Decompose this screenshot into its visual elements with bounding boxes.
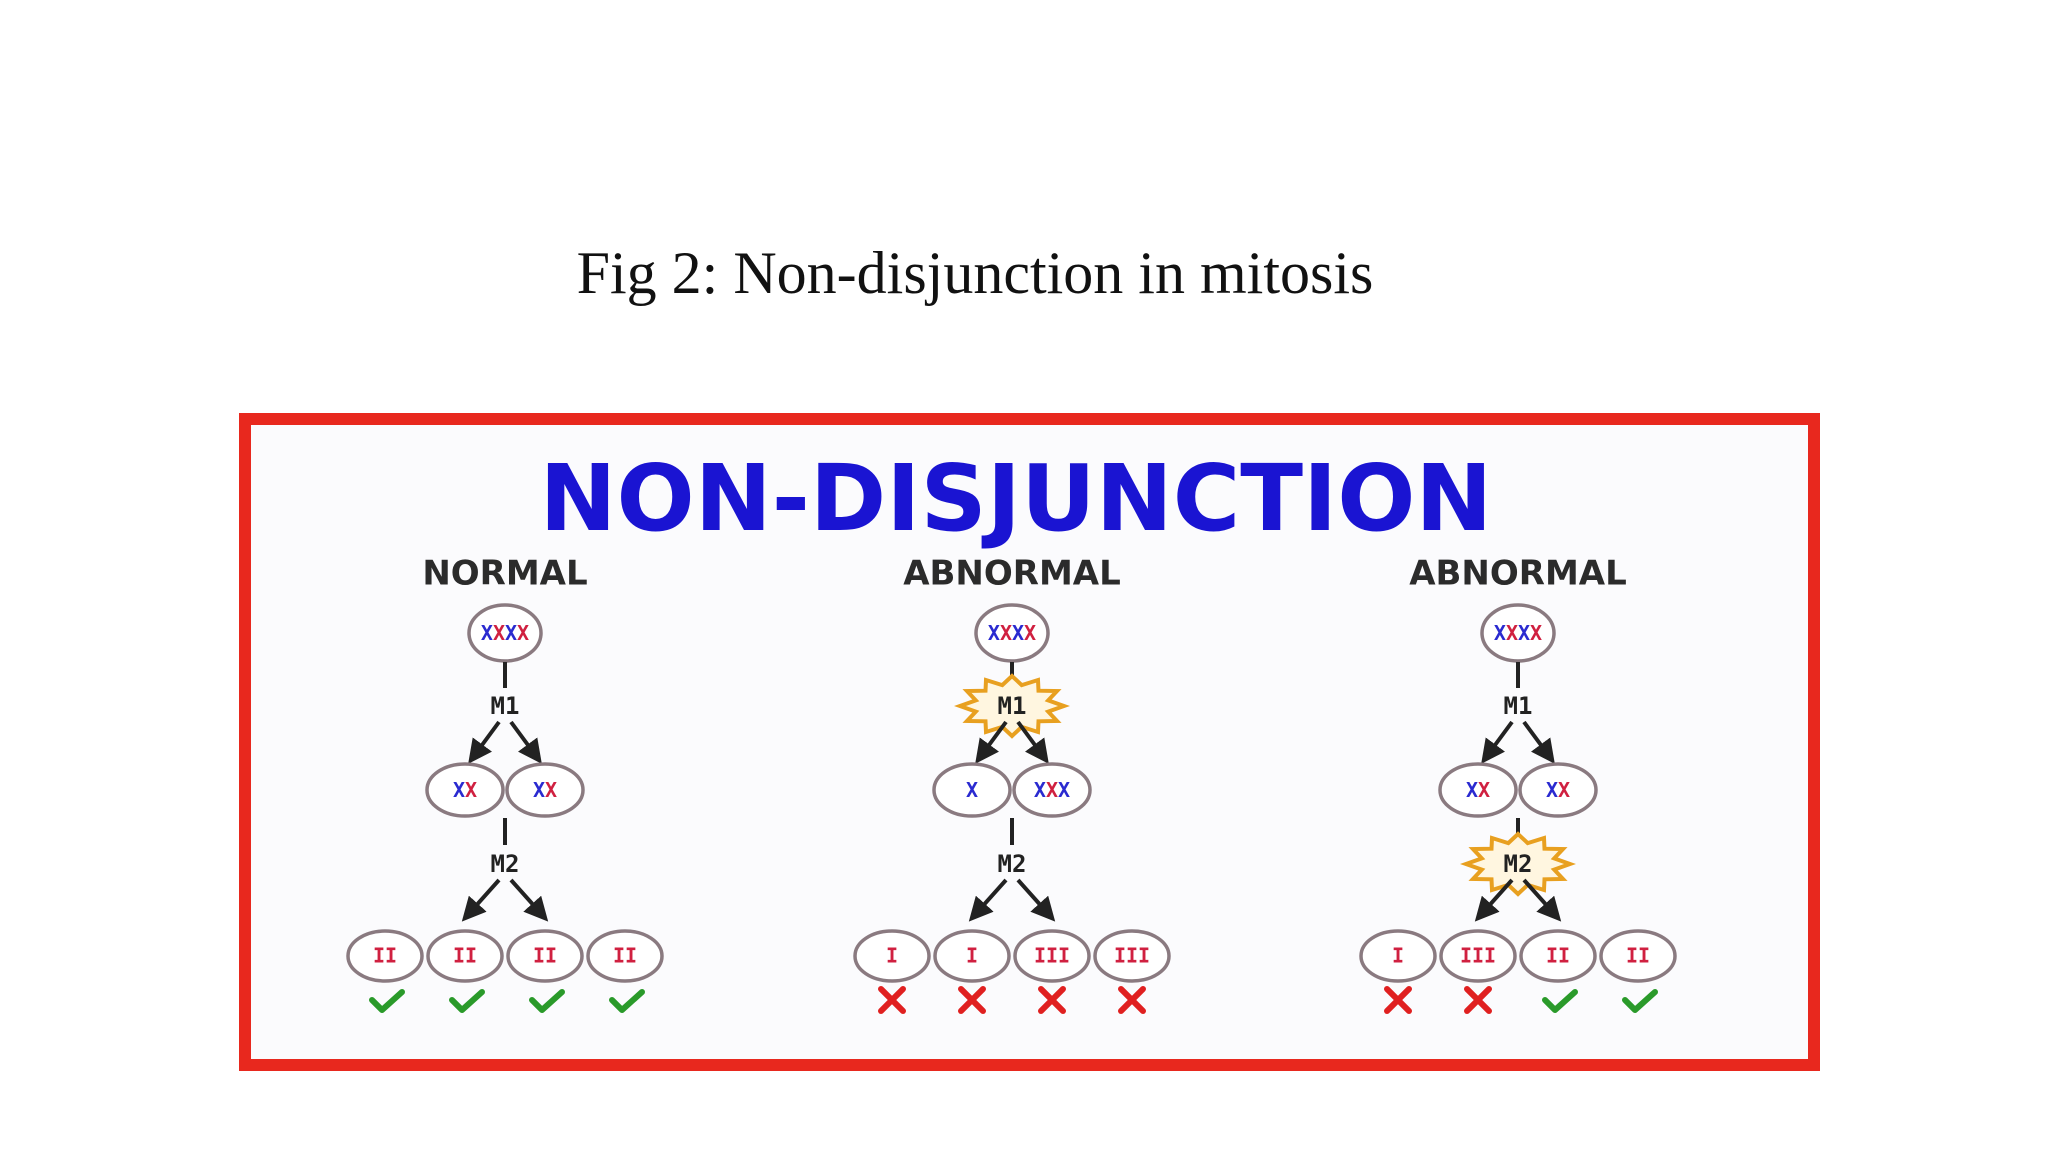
- split-arrow: [461, 878, 501, 922]
- cross-mark-icon: [1464, 986, 1492, 1014]
- start-cell: [1480, 603, 1556, 663]
- split-arrow: [1481, 720, 1514, 764]
- end-cell: [426, 929, 504, 983]
- end-cell: [1013, 929, 1091, 983]
- split-arrow: [968, 878, 1008, 922]
- end-cell-chromosomes: III: [1460, 944, 1496, 968]
- split-arrow: [1522, 878, 1562, 922]
- split-arrow: [509, 720, 542, 764]
- end-cell-chromosomes: III: [1114, 944, 1150, 968]
- end-cell-chromosomes: II: [1626, 944, 1650, 968]
- split-arrow: [1522, 720, 1555, 764]
- check-mark-icon: [369, 989, 405, 1013]
- split-arrow: [1016, 720, 1049, 764]
- middle-cell-chromosomes: X: [966, 778, 978, 802]
- end-cell: [346, 929, 424, 983]
- split-arrow: [1016, 878, 1056, 922]
- end-cell: [1599, 929, 1677, 983]
- middle-cell-chromosomes: XX: [533, 778, 557, 802]
- stage-label-m1: M1: [1504, 692, 1533, 720]
- split-arrow: [975, 720, 1008, 764]
- end-cell-chromosomes: II: [373, 944, 397, 968]
- middle-cell-chromosomes: XXX: [1034, 778, 1070, 802]
- cross-mark-icon: [1384, 986, 1412, 1014]
- diagram-title: NON-DISJUNCTION: [540, 445, 1493, 552]
- panel-heading: ABNORMAL: [1409, 554, 1627, 594]
- cross-stroke: [1118, 986, 1146, 1014]
- end-cell-chromosomes: II: [613, 944, 637, 968]
- end-cell: [506, 929, 584, 983]
- end-cell: [1519, 929, 1597, 983]
- check-mark-icon: [609, 989, 645, 1013]
- cross-stroke: [1384, 986, 1412, 1014]
- end-cell: [1093, 929, 1171, 983]
- start-cell-chromosomes: XXXX: [988, 621, 1036, 645]
- panel-heading: ABNORMAL: [903, 554, 1121, 594]
- end-cell-chromosomes: III: [1034, 944, 1070, 968]
- split-arrow: [468, 720, 501, 764]
- check-mark-icon: [1622, 989, 1658, 1013]
- middle-cell: [505, 762, 585, 818]
- end-cell-chromosomes: I: [1392, 944, 1404, 968]
- cross-mark-icon: [958, 986, 986, 1014]
- end-cell: [933, 929, 1011, 983]
- start-cell: [467, 603, 543, 663]
- middle-cell-chromosomes: XX: [453, 778, 477, 802]
- check-mark-icon: [449, 989, 485, 1013]
- cross-mark-icon: [1038, 986, 1066, 1014]
- middle-cell: [1012, 762, 1092, 818]
- check-mark-icon: [529, 989, 565, 1013]
- end-cell-chromosomes: I: [886, 944, 898, 968]
- start-cell: [974, 603, 1050, 663]
- end-cell: [853, 929, 931, 983]
- split-arrow: [509, 878, 549, 922]
- check-mark-icon: [1542, 989, 1578, 1013]
- stage-label-m2: M2: [1504, 850, 1533, 878]
- split-arrow: [1474, 878, 1514, 922]
- end-cell-chromosomes: II: [533, 944, 557, 968]
- cross-stroke: [958, 986, 986, 1014]
- middle-cell: [425, 762, 505, 818]
- stage-label-m2: M2: [998, 850, 1027, 878]
- end-cell-chromosomes: II: [453, 944, 477, 968]
- stage-label-m2: M2: [491, 850, 520, 878]
- stage-label-m1: M1: [998, 692, 1027, 720]
- middle-cell-chromosomes: XX: [1546, 778, 1570, 802]
- stage-label-m1: M1: [491, 692, 520, 720]
- cross-stroke: [1038, 986, 1066, 1014]
- end-cell: [586, 929, 664, 983]
- error-burst-icon: [1460, 831, 1576, 897]
- end-cell-chromosomes: II: [1546, 944, 1570, 968]
- middle-cell: [1438, 762, 1518, 818]
- figure-caption: Fig 2: Non-disjunction in mitosis: [576, 240, 1374, 306]
- cross-mark-icon: [1118, 986, 1146, 1014]
- cross-stroke: [1464, 986, 1492, 1014]
- middle-cell-chromosomes: XX: [1466, 778, 1490, 802]
- end-cell-chromosomes: I: [966, 944, 978, 968]
- end-cell: [1439, 929, 1517, 983]
- middle-cell: [932, 762, 1012, 818]
- cross-stroke: [878, 986, 906, 1014]
- panel-heading: NORMAL: [422, 554, 587, 594]
- start-cell-chromosomes: XXXX: [1494, 621, 1542, 645]
- error-burst-icon: [954, 673, 1070, 739]
- start-cell-chromosomes: XXXX: [481, 621, 529, 645]
- end-cell: [1359, 929, 1437, 983]
- cross-mark-icon: [878, 986, 906, 1014]
- middle-cell: [1518, 762, 1598, 818]
